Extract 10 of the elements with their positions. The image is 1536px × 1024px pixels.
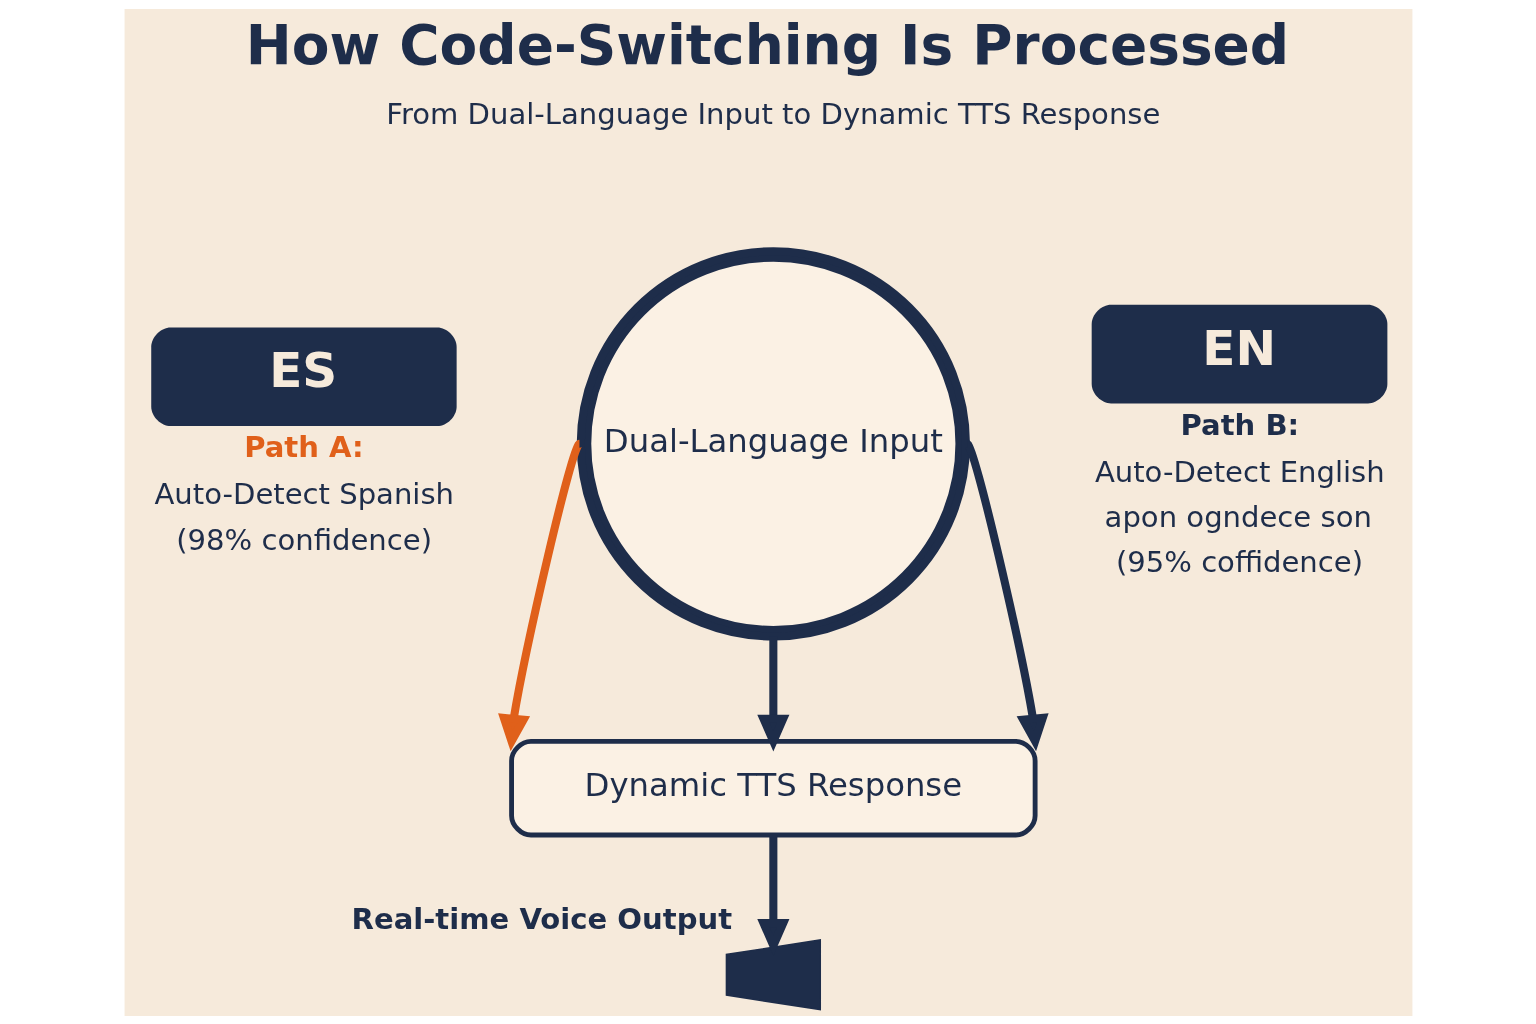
- diagram-title: How Code-Switching Is Processed: [245, 12, 1289, 77]
- node-label: (95% coffidence): [1115, 544, 1363, 579]
- node-label: Auto-Detect English: [1094, 454, 1385, 489]
- node-label: apon ogndece son: [1104, 499, 1372, 534]
- node-label: Auto-Detect Spanish: [153, 476, 454, 511]
- node-label: Real-time Voice Output: [351, 901, 732, 936]
- node-label: (98% confidence): [175, 522, 432, 557]
- node-label: Path A:: [243, 429, 364, 464]
- label: From Dual-Language Input to Dynamic TTS Response: [385, 96, 1160, 131]
- node-label: Path B:: [1180, 407, 1299, 442]
